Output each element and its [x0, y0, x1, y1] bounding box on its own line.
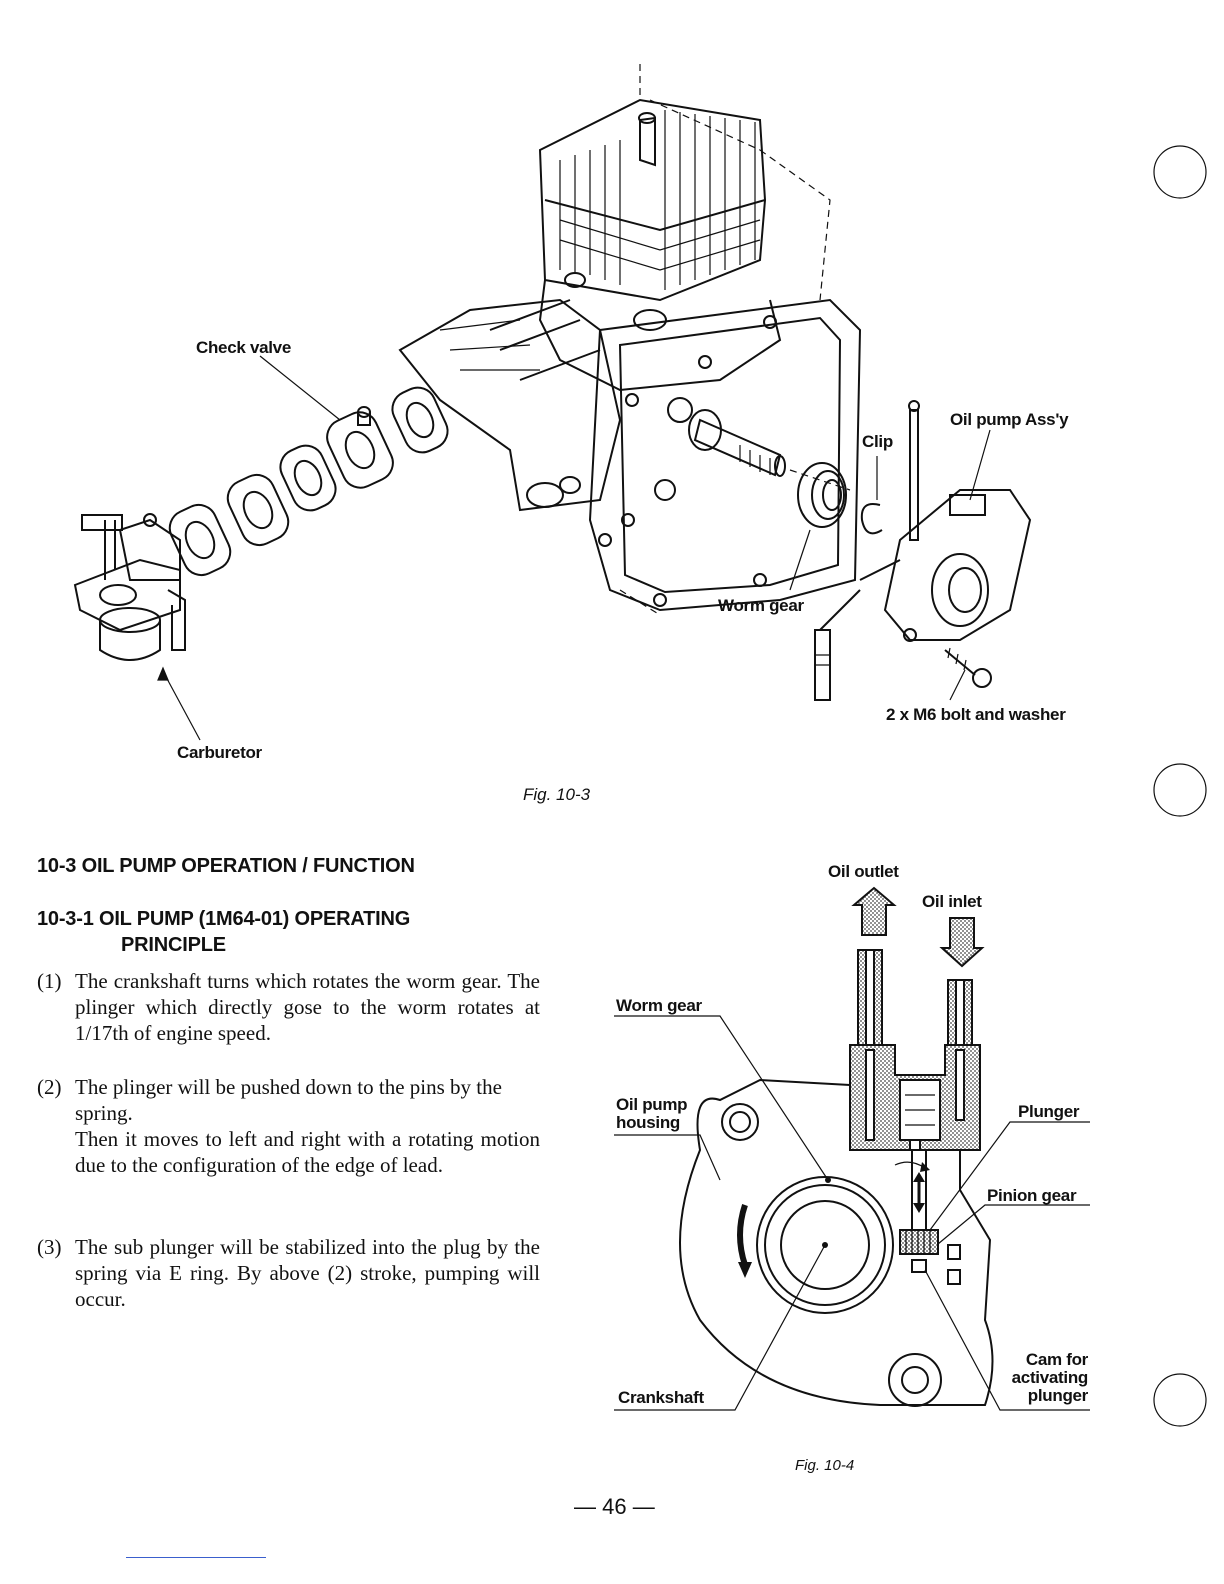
- oil-pump-housing-line2: housing: [616, 1113, 680, 1132]
- fig-10-3-leaders: [157, 355, 991, 741]
- oil-pump-housing-line1: Oil pump: [616, 1095, 688, 1114]
- inlet-arrow: [939, 917, 985, 968]
- oil-pump-assy-label: Oil pump Ass'y: [950, 410, 1069, 429]
- list-item-text: The sub plunger will be stabilized into …: [75, 1235, 540, 1311]
- cam-label-line2: activating: [1011, 1368, 1089, 1387]
- subsection-heading-line2: PRINCIPLE: [121, 934, 226, 956]
- section-heading: 10-3 OIL PUMP OPERATION / FUNCTION: [37, 855, 415, 877]
- fig-10-4-caption: Fig. 10-4: [795, 1457, 855, 1474]
- list-item-text: The plinger will be pushed down to the p…: [75, 1075, 502, 1125]
- worm-gear-drawing: [797, 462, 883, 535]
- list-item-1: (1) The crankshaft turns which rotates t…: [37, 968, 540, 1046]
- list-item-3: (3) The sub plunger will be stabilized i…: [37, 1234, 540, 1312]
- subsection-heading-line1: 10-3-1 OIL PUMP (1M64-01) OPERATING: [37, 908, 411, 930]
- worm-gear-label: Worm gear: [718, 596, 804, 615]
- scan-edge-line: [126, 1557, 266, 1558]
- outlet-arrow: [851, 886, 897, 936]
- fig-10-4-leaders: [614, 1015, 1090, 1411]
- crankshaft-label: Crankshaft: [618, 1388, 704, 1407]
- oil-outlet-label: Oil outlet: [828, 862, 899, 881]
- carburetor-drawing: [73, 513, 186, 661]
- page-number: — 46 —: [574, 1494, 655, 1519]
- punch-holes: [1153, 145, 1207, 1427]
- pump-housing-outline: [679, 1078, 994, 1406]
- clip-label: Clip: [862, 432, 893, 451]
- gaskets: [168, 386, 449, 577]
- list-item-text-continued: Then it moves to left and right with a r…: [75, 1127, 540, 1177]
- carburetor-label: Carburetor: [177, 743, 262, 762]
- check-valve-label: Check valve: [196, 338, 291, 357]
- plunger-label: Plunger: [1018, 1102, 1080, 1121]
- list-item-number: (3): [37, 1235, 62, 1259]
- fig-10-3-drawing: [73, 60, 1207, 1427]
- list-item-number: (2): [37, 1075, 62, 1099]
- cam-label-line1: Cam for: [1025, 1350, 1088, 1369]
- fig-10-3-caption: Fig. 10-3: [523, 785, 591, 804]
- crankshaft-circle: [780, 1200, 870, 1290]
- cylinder-head: [538, 60, 767, 302]
- list-item-number: (1): [37, 969, 62, 993]
- list-item-text: The crankshaft turns which rotates the w…: [75, 969, 540, 1045]
- oil-pump-drawing: [814, 400, 1032, 701]
- cam-label: Cam for activating plunger: [996, 1350, 1089, 1405]
- list-item-2: (2) The plinger will be pushed down to t…: [37, 1074, 540, 1178]
- fig-10-4-worm-gear-label: Worm gear: [616, 996, 702, 1015]
- subsection-heading: 10-3-1 OIL PUMP (1M64-01) OPERATING PRIN…: [37, 906, 410, 958]
- pinion-gear-label: Pinion gear: [987, 1186, 1077, 1205]
- oil-inlet-label: Oil inlet: [922, 892, 982, 911]
- cam-label-line3: plunger: [1027, 1386, 1089, 1405]
- bolt-label: 2 x M6 bolt and washer: [886, 705, 1066, 724]
- worm-gear-circle: [756, 1176, 894, 1314]
- oil-pump-housing-label: Oil pump housing: [616, 1095, 688, 1132]
- crankcase: [398, 149, 862, 616]
